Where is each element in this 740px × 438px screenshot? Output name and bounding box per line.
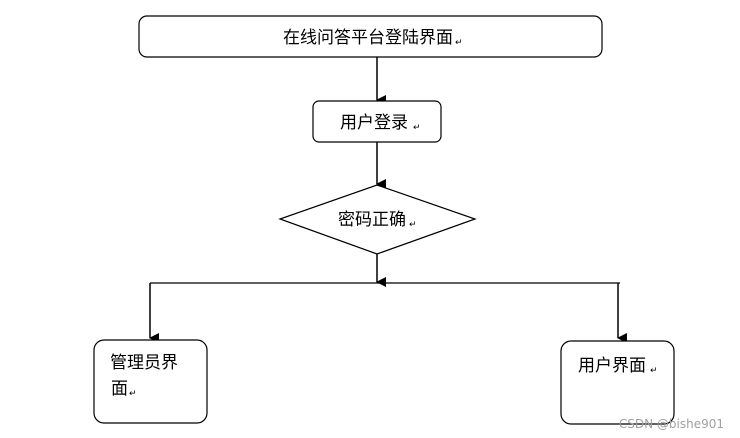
node-user-login: 用户登录 ↵ bbox=[312, 100, 442, 143]
node-platform-login-box bbox=[138, 15, 603, 58]
node-platform-login: 在线问答平台登陆界面 ↵ bbox=[138, 15, 603, 58]
node-user-login-label: 用户登录 bbox=[340, 113, 408, 133]
node-password-check-label: 密码正确 bbox=[338, 210, 406, 230]
node-password-check: 密码正确 ↵ bbox=[278, 184, 477, 255]
node-user-page-label: 用户界面 bbox=[578, 356, 646, 376]
node-admin-page: 管理员界 面 ↵ bbox=[93, 339, 208, 424]
node-user-page: 用户界面 ↵ bbox=[560, 340, 675, 425]
watermark-text: CSDN @bishe901 bbox=[619, 417, 724, 431]
node-user-login-mark: ↵ bbox=[413, 123, 421, 133]
node-platform-login-mark: ↵ bbox=[455, 38, 463, 48]
node-user-page-mark: ↵ bbox=[650, 366, 658, 376]
node-admin-page-mark: ↵ bbox=[129, 389, 137, 399]
node-user-page-box bbox=[560, 340, 675, 425]
node-admin-page-label-line2: 面 bbox=[111, 379, 128, 399]
node-platform-login-label: 在线问答平台登陆界面 bbox=[283, 28, 453, 48]
node-password-check-mark: ↵ bbox=[409, 220, 417, 230]
node-admin-page-box bbox=[93, 339, 208, 424]
node-admin-page-label-line1: 管理员界 bbox=[110, 353, 178, 373]
